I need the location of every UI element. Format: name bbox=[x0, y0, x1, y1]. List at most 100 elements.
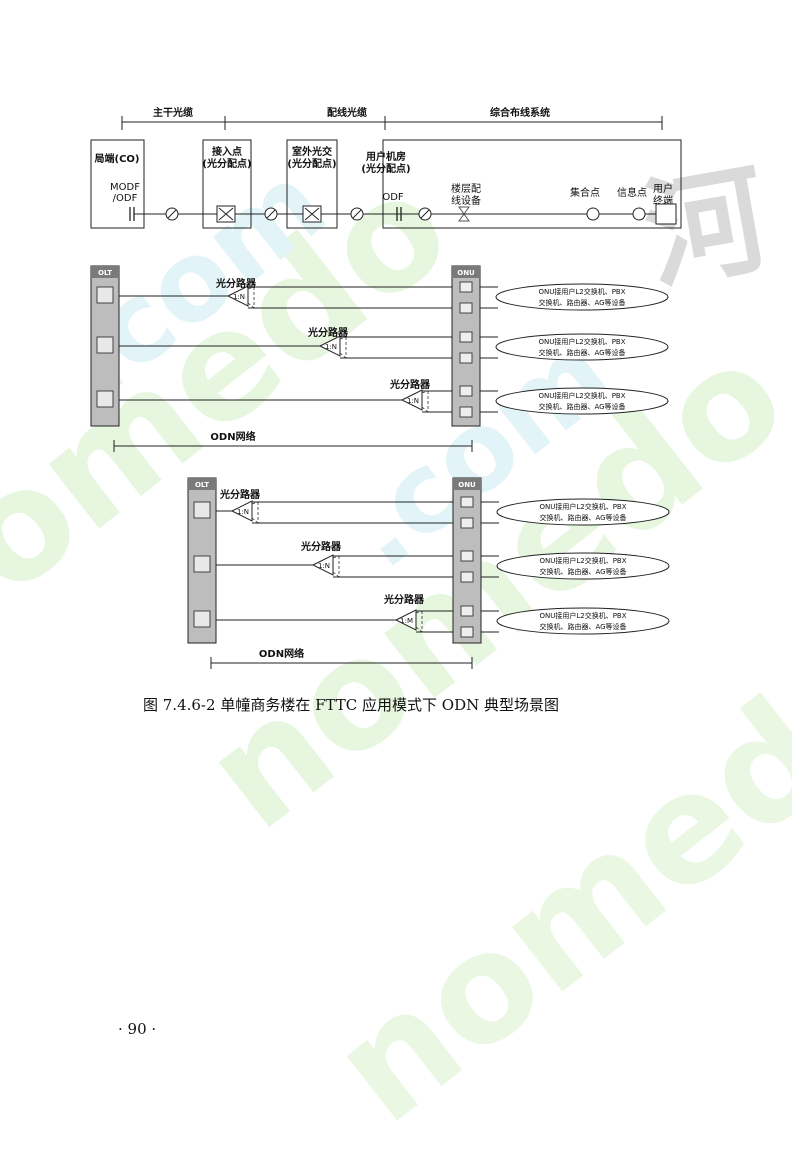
splitter-label: 光分路器 bbox=[389, 378, 431, 391]
segment-trunk-label: 主干光缆 bbox=[153, 106, 193, 119]
user-equipment-label-1: ONU接用户L2交换机、PBX bbox=[538, 391, 625, 400]
splitter-label: 光分路器 bbox=[215, 277, 257, 290]
user-room-label-2: (光分配点) bbox=[361, 162, 410, 175]
user-terminal-label-1: 用户 bbox=[653, 182, 673, 195]
modf-label-2: /ODF bbox=[113, 193, 138, 204]
user-equipment-ellipse bbox=[496, 552, 670, 580]
user-equipment-label-2: 交换机、路由器、AG等设备 bbox=[538, 298, 625, 307]
splitter-icon bbox=[394, 609, 417, 631]
user-equipment-label-1: ONU接用户L2交换机、PBX bbox=[539, 502, 626, 511]
floor-equipment-icon bbox=[458, 206, 470, 222]
odn-label: ODN网络 bbox=[259, 647, 304, 660]
user-equipment-ellipse bbox=[496, 498, 670, 526]
onu-port bbox=[459, 331, 473, 343]
co-label: 局端(CO) bbox=[94, 152, 140, 165]
outdoor-cabinet-label-1: 室外光交 bbox=[292, 145, 332, 158]
splitter-ratio: 1:N bbox=[237, 508, 249, 516]
onu-port bbox=[459, 385, 473, 397]
onu-port bbox=[460, 496, 474, 508]
consolidation-point-icon bbox=[586, 207, 600, 221]
olt-port bbox=[193, 501, 211, 519]
outdoor-cabinet-box bbox=[286, 139, 338, 229]
splitter-icon bbox=[318, 335, 341, 357]
onu-label: ONU bbox=[457, 269, 475, 277]
odf-label: ODF bbox=[382, 192, 404, 203]
user-terminal-icon bbox=[655, 203, 677, 225]
splitter-label: 光分路器 bbox=[307, 326, 349, 339]
segment-cabling-label: 综合布线系统 bbox=[490, 106, 550, 119]
odn-label: ODN网络 bbox=[210, 430, 255, 443]
onu-header bbox=[452, 266, 480, 278]
access-point-label-1: 接入点 bbox=[212, 145, 242, 158]
figure-caption: 图 7.4.6-2 单幢商务楼在 FTTC 应用模式下 ODN 典型场景图 bbox=[143, 696, 559, 714]
outdoor-cabinet-label-2: (光分配点) bbox=[287, 157, 336, 170]
info-point-label: 信息点 bbox=[617, 186, 647, 199]
onu-port bbox=[459, 352, 473, 364]
page-number: · 90 · bbox=[118, 1020, 156, 1038]
cross-connect-icon bbox=[216, 205, 236, 223]
user-room-label-1: 用户机房 bbox=[365, 150, 406, 163]
user-equipment-ellipse bbox=[495, 333, 669, 361]
user-equipment-ellipse bbox=[496, 607, 670, 635]
splice-icon bbox=[264, 207, 278, 221]
user-equipment-label-1: ONU接用户L2交换机、PBX bbox=[539, 556, 626, 565]
co-box bbox=[90, 139, 145, 229]
splitter-icon bbox=[311, 554, 334, 576]
user-building-box bbox=[382, 139, 682, 229]
splitter-ratio: 1:M bbox=[400, 617, 413, 625]
odn-panel-2: OLT ONU 1:N 光分路器 ONU接用户L2交换机、PBX 交换机、路由器、AG等设… bbox=[187, 477, 670, 669]
access-point-box bbox=[202, 139, 252, 229]
splice-icon bbox=[350, 207, 364, 221]
splitter-ratio: 1:N bbox=[407, 397, 419, 405]
onu-port bbox=[460, 517, 474, 529]
user-equipment-label-2: 交换机、路由器、AG等设备 bbox=[539, 567, 626, 576]
modf-label-1: MODF bbox=[110, 182, 140, 193]
cross-connect-icon bbox=[302, 205, 322, 223]
olt-port bbox=[96, 390, 114, 408]
splice-icon bbox=[418, 207, 432, 221]
olt-label: OLT bbox=[195, 481, 209, 489]
user-equipment-label-1: ONU接用户L2交换机、PBX bbox=[538, 287, 625, 296]
splitter-icon bbox=[400, 389, 423, 411]
splitter-label: 光分路器 bbox=[383, 593, 425, 606]
onu-port bbox=[460, 626, 474, 638]
splitter-ratio: 1:N bbox=[233, 293, 245, 301]
olt-header bbox=[91, 266, 119, 278]
onu-port bbox=[459, 406, 473, 418]
user-equipment-label-2: 交换机、路由器、AG等设备 bbox=[538, 348, 625, 357]
splice-icon bbox=[165, 207, 179, 221]
olt-header bbox=[188, 478, 216, 490]
olt-label: OLT bbox=[98, 269, 112, 277]
floor-equipment-label-1: 楼层配 bbox=[451, 182, 481, 195]
splitter-label: 光分路器 bbox=[300, 540, 342, 553]
splitter-label: 光分路器 bbox=[219, 488, 261, 501]
splitter-fanout bbox=[251, 501, 259, 524]
top-overview-diagram: 主干光缆 配线光缆 综合布线系统 局端(CO) MODF /ODF 接入点 (光… bbox=[90, 106, 682, 229]
user-equipment-ellipse bbox=[495, 387, 669, 415]
onu-port bbox=[460, 550, 474, 562]
onu-label: ONU bbox=[458, 481, 476, 489]
user-equipment-label-2: 交换机、路由器、AG等设备 bbox=[539, 513, 626, 522]
consolidation-point-label: 集合点 bbox=[570, 186, 600, 199]
olt-port bbox=[193, 555, 211, 573]
floor-equipment-label-2: 线设备 bbox=[451, 194, 481, 207]
onu-port bbox=[459, 281, 473, 293]
access-point-label-2: (光分配点) bbox=[202, 157, 251, 170]
splitter-ratio: 1:N bbox=[318, 562, 330, 570]
onu-header bbox=[453, 478, 481, 490]
splitter-fanout bbox=[332, 555, 340, 578]
user-equipment-label-1: ONU接用户L2交换机、PBX bbox=[539, 611, 626, 620]
odn-panels: OLT ONU 1:N 光分路器 ONU接用户L2交换机、PBX 交换机、路由器、AG等设… bbox=[90, 265, 670, 669]
user-equipment-label-1: ONU接用户L2交换机、PBX bbox=[538, 337, 625, 346]
user-equipment-ellipse bbox=[495, 283, 669, 311]
splitter-icon bbox=[230, 500, 253, 522]
user-equipment-label-2: 交换机、路由器、AG等设备 bbox=[539, 622, 626, 631]
splitter-ratio: 1:N bbox=[325, 343, 337, 351]
splitter-icon bbox=[226, 285, 249, 307]
olt-port bbox=[96, 286, 114, 304]
info-point-icon bbox=[632, 207, 646, 221]
onu-port bbox=[460, 571, 474, 583]
segment-distribution-label: 配线光缆 bbox=[327, 106, 367, 119]
olt-port bbox=[193, 610, 211, 628]
